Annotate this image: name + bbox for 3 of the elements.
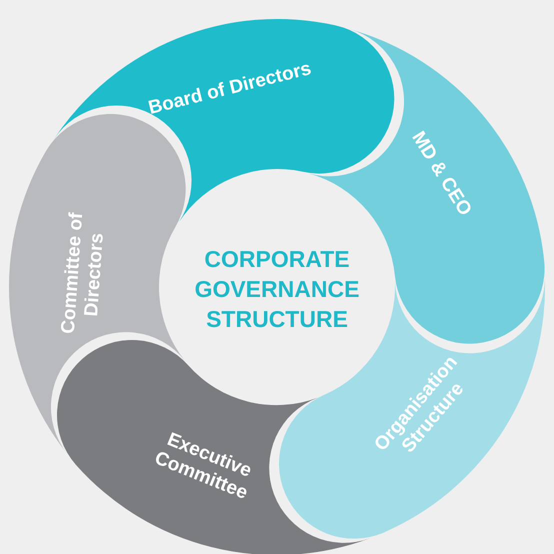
petal-label: Committee of Directors [58,210,110,336]
petal-label: Board of Directors [146,56,315,121]
diagram-title: CORPORATE GOVERNANCE STRUCTURE [194,245,360,334]
